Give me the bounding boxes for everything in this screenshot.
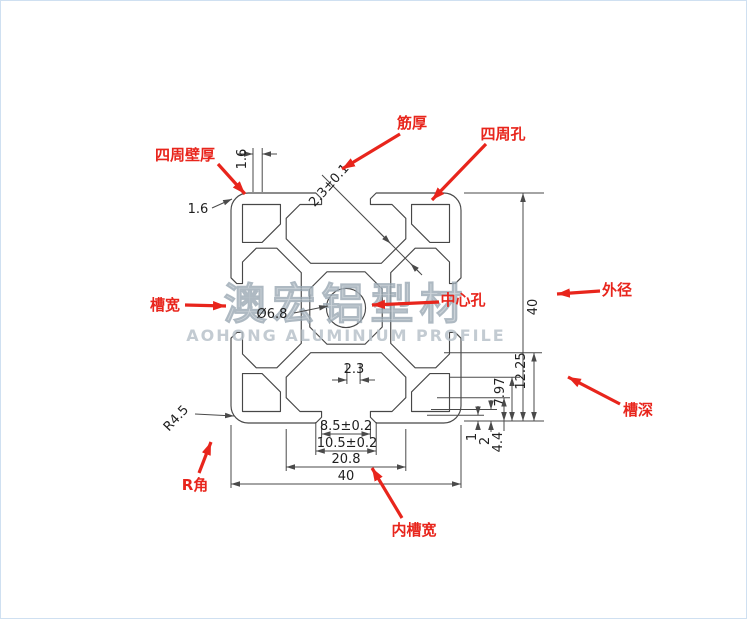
callout-rib-thickness: 筋厚	[396, 114, 427, 132]
callout-arrow-wall	[216, 162, 247, 196]
dim-slot-opening-outer: 10.5±0.2	[317, 436, 378, 451]
callout-r-corner: R角	[182, 476, 209, 494]
callout-slot-depth: 槽深	[623, 401, 653, 419]
profile-outer-contour	[231, 193, 461, 423]
center-core-outline	[310, 272, 382, 344]
dim-center-web: 2.3	[344, 362, 365, 377]
watermark: 澳宏铝型材 AOHONG ALUMINIUM PROFILE	[186, 280, 505, 345]
dimension-arrow	[377, 230, 391, 244]
callout-outer-size: 外径	[601, 281, 632, 299]
dim-lip-depth: 2	[478, 437, 493, 445]
callout-inner-slot-width: 内槽宽	[391, 521, 436, 539]
profile-cross-section	[231, 193, 461, 423]
leader-line	[194, 412, 235, 419]
dim-mouth-chamfer: 1	[465, 433, 480, 441]
dim-inner-slot: 20.8	[332, 452, 361, 467]
callout-arrow-rib	[341, 132, 401, 171]
dim-corner-radius: R4.5	[161, 403, 192, 435]
callout-arrow-slot-width	[184, 300, 227, 311]
leader-line	[211, 198, 233, 209]
dimension-line	[321, 174, 421, 274]
watermark-cn-text: 澳宏铝型材	[224, 280, 469, 330]
callout-slot-width: 槽宽	[150, 296, 180, 314]
dim-left-wall: 1.6	[188, 202, 209, 217]
dim-slot-full-width-depth: 4.4	[491, 432, 506, 453]
callout-arrow-slot-depth	[567, 375, 621, 406]
dim-width: 40	[338, 469, 355, 484]
callout-center-hole: 中心孔	[440, 291, 485, 309]
dim-slot-opening: 8.5±0.2	[320, 419, 372, 434]
dimension-arrow	[410, 263, 423, 276]
dim-top-wall: 1.6	[235, 149, 250, 170]
dim-slot-depth-total: 12.25	[514, 352, 529, 389]
corner-cavities	[243, 205, 450, 412]
callout-wall-thickness: 四周壁厚	[155, 146, 215, 164]
watermark-en-text: AOHONG ALUMINIUM PROFILE	[186, 326, 505, 345]
dim-slot-wall-depth: 7.97	[493, 378, 508, 407]
dim-center-bore: Ø6.8	[257, 307, 288, 322]
callout-arrow-outer	[556, 288, 601, 298]
dim-height: 40	[526, 299, 541, 316]
callout-arrow-holes	[430, 142, 488, 202]
leader-line	[293, 305, 329, 314]
callout-corner-holes: 四周孔	[480, 125, 525, 143]
callouts: 四周壁厚 筋厚 四周孔 槽宽 中心孔 外径 槽深 R角 内槽宽	[150, 114, 653, 539]
callout-arrow-r-corner	[197, 441, 213, 474]
callout-arrow-inner-slot	[370, 467, 404, 519]
callout-arrow-center-hole	[371, 299, 440, 310]
